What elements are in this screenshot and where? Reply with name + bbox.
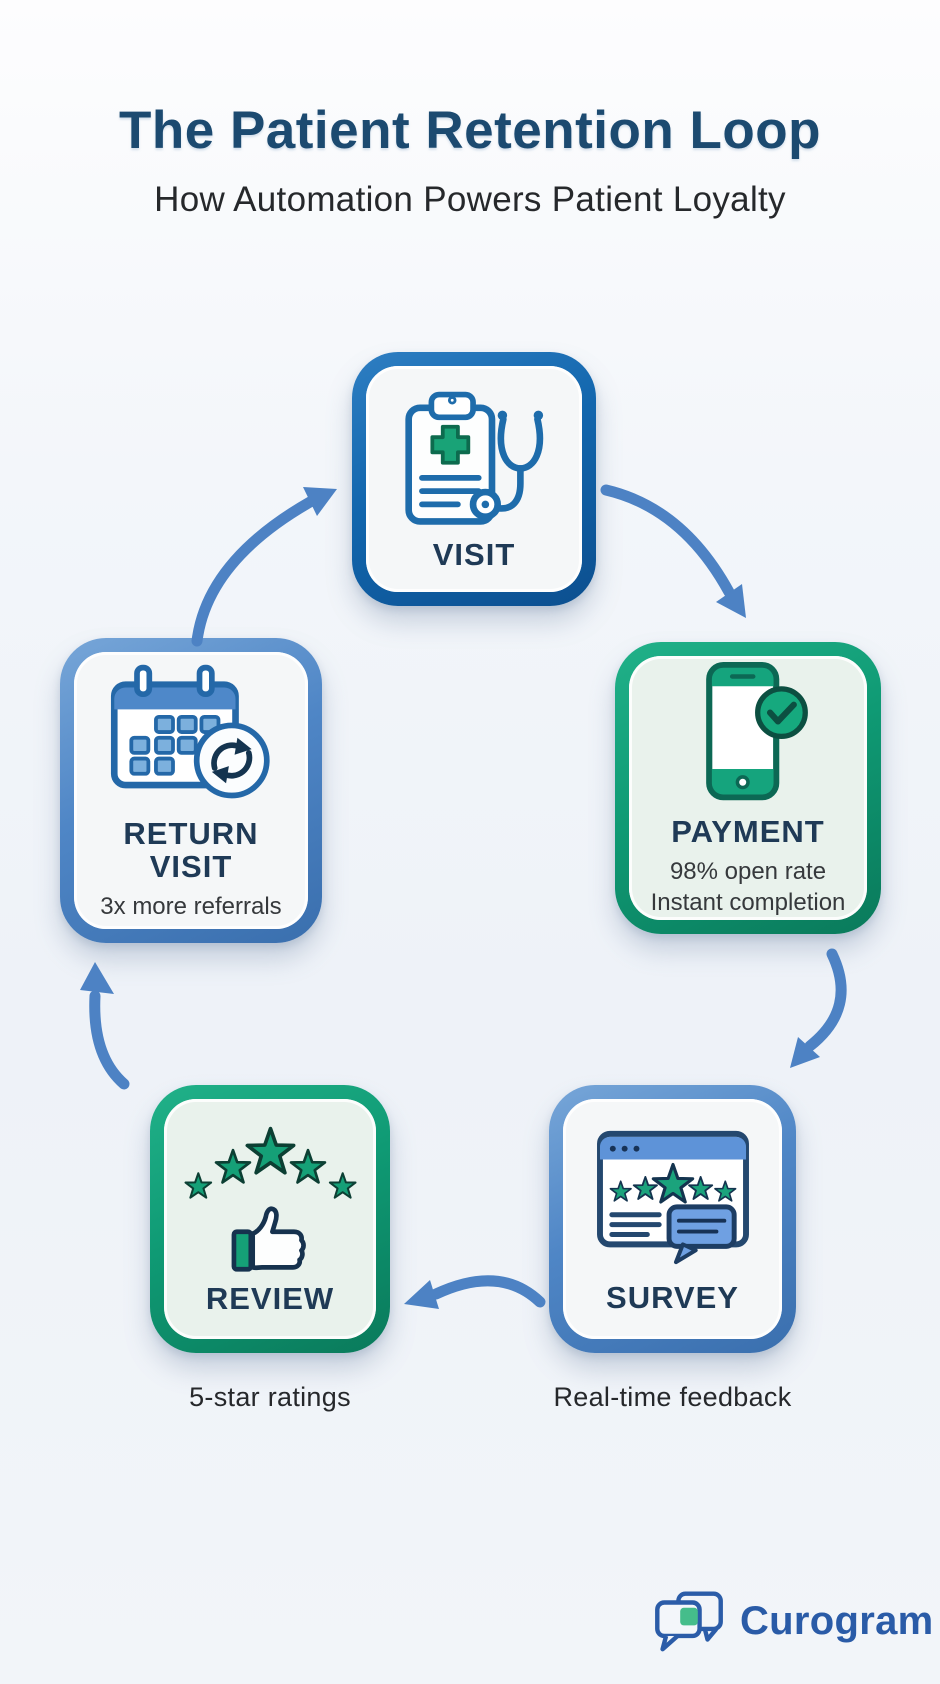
survey-form-icon bbox=[593, 1124, 753, 1272]
arrow-visit-to-payment bbox=[600, 484, 746, 618]
calendar-refresh-icon bbox=[101, 658, 281, 808]
phone-check-icon bbox=[673, 658, 823, 806]
clipboard-stethoscope-icon bbox=[390, 387, 558, 529]
node-survey-label: SURVEY bbox=[606, 1279, 739, 1315]
node-review: REVIEW bbox=[150, 1085, 390, 1353]
arrow-payment-to-survey bbox=[790, 948, 847, 1068]
page-title: The Patient Retention Loop bbox=[119, 101, 821, 160]
node-return-visit-label: RETURN VISIT bbox=[123, 816, 259, 884]
node-payment-label: PAYMENT bbox=[671, 813, 825, 849]
survey-caption: Real-time feedback bbox=[553, 1382, 792, 1412]
page-subtitle: How Automation Powers Patient Loyalty bbox=[154, 180, 786, 219]
chat-bubbles-icon bbox=[652, 1588, 726, 1654]
node-return-visit-stats: 3x more referrals bbox=[100, 893, 282, 921]
node-visit-label: VISIT bbox=[432, 536, 516, 572]
arrow-review-to-return-visit bbox=[80, 962, 130, 1090]
node-return-visit: RETURN VISIT 3x more referrals bbox=[60, 638, 322, 943]
node-payment-stats: 98% open rate Instant completion bbox=[650, 858, 846, 917]
node-visit: VISIT bbox=[352, 352, 596, 606]
stars-thumbsup-icon bbox=[168, 1123, 373, 1273]
brand-logo: Curogram bbox=[652, 1586, 934, 1656]
brand-name: Curogram bbox=[740, 1598, 934, 1643]
arrow-survey-to-review bbox=[404, 1275, 546, 1309]
arrow-return-visit-to-visit bbox=[191, 487, 337, 647]
review-caption: 5-star ratings bbox=[189, 1382, 351, 1412]
node-review-label: REVIEW bbox=[205, 1280, 335, 1316]
node-survey: SURVEY bbox=[549, 1085, 796, 1353]
node-payment: PAYMENT 98% open rate Instant completion bbox=[615, 642, 881, 934]
